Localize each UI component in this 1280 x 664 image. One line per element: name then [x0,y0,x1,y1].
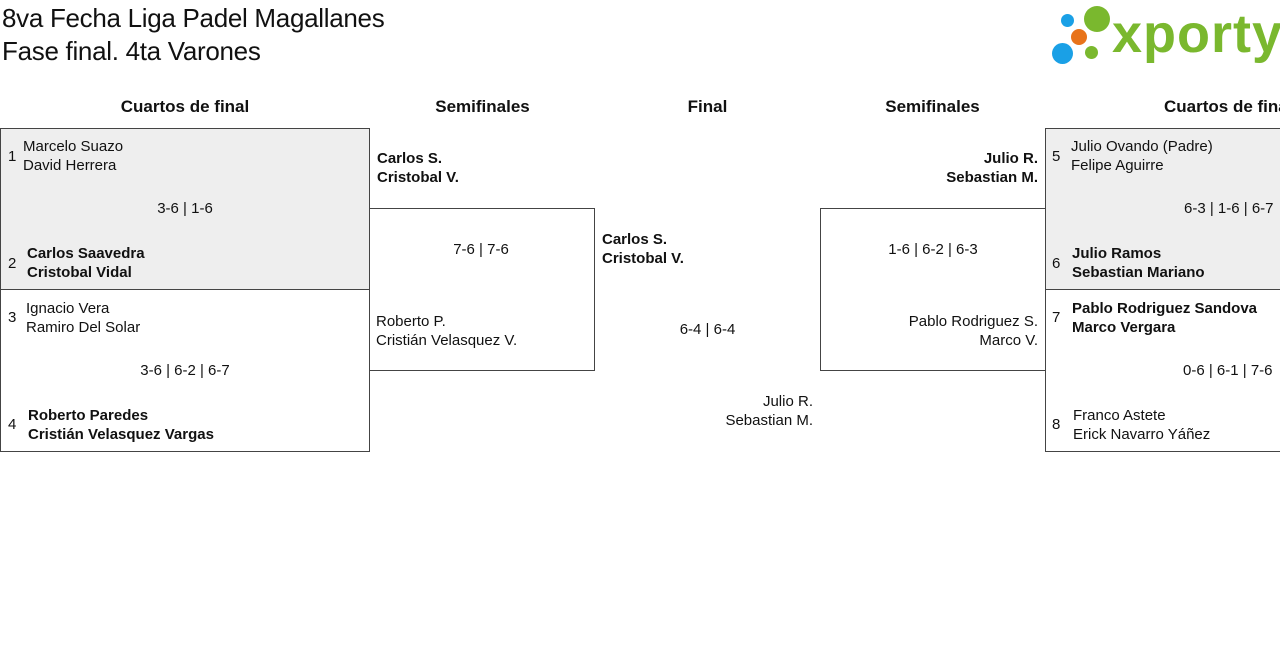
team-top: Ignacio Vera Ramiro Del Solar [26,299,140,337]
col-header-left-quarters: Cuartos de final [120,97,250,116]
match-score: 0-6 | 6-1 | 7-6 [1183,362,1273,379]
seed-number: 7 [1052,309,1061,326]
player-name: Ignacio Vera [26,300,110,317]
seed-number: 6 [1052,255,1061,272]
player-name: Carlos S. [377,150,443,167]
logo-dot-blue-small [1061,14,1074,27]
match-left-semi[interactable]: 7-6 | 7-6 Roberto P. Cristián Velasquez … [369,208,595,371]
player-name: Roberto P. [376,313,446,330]
player-name: Marcelo Suazo [23,138,124,155]
player-name: David Herrera [23,157,117,174]
player-name: Cristobal V. [602,250,684,267]
final-team-bottom: Julio R. Sebastian M. [600,392,813,430]
match-score: 6-3 | 1-6 | 6-7 [1184,200,1274,217]
seed-number: 5 [1052,148,1061,165]
player-name: Carlos Saavedra [27,245,145,262]
left-semi-team-top-winner: Carlos S. Cristobal V. [377,149,459,187]
player-name: Julio R. [983,150,1038,167]
page-subtitle: Fase final. 4ta Varones [2,36,261,66]
col-header-final: Final [687,97,728,116]
player-name: Julio Ramos [1072,245,1162,262]
player-name: Sebastian M. [946,169,1038,186]
match-score: 7-6 | 7-6 [453,241,509,258]
match-right-qf2[interactable]: 7 Pablo Rodriguez Sandova Marco Vergara … [1045,289,1280,452]
player-name: Cristobal Vidal [27,264,132,281]
match-right-semi[interactable]: 1-6 | 6-2 | 6-3 Pablo Rodriguez S. Marco… [820,208,1046,371]
player-name: Cristián Velasquez V. [376,332,518,349]
player-name: Carlos S. [602,231,668,248]
seed-number: 1 [8,148,17,165]
player-name: Franco Astete [1073,407,1166,424]
col-header-right-quarters: Cuartos de final [1164,97,1280,116]
player-name: Roberto Paredes [28,407,149,424]
match-right-qf1[interactable]: 5 Julio Ovando (Padre) Felipe Aguirre 6-… [1045,128,1280,290]
team-bottom-winner: Carlos Saavedra Cristobal Vidal [27,244,145,282]
player-name: Marco Vergara [1072,319,1176,336]
team-bottom: Pablo Rodriguez S. Marco V. [821,312,1038,350]
player-name: Julio R. [762,393,813,410]
player-name: Cristobal V. [377,169,459,186]
logo-dot-orange [1071,29,1087,45]
player-name: Felipe Aguirre [1071,157,1164,174]
match-score: 3-6 | 1-6 [157,200,213,217]
team-top-winner: Pablo Rodriguez Sandova Marco Vergara [1072,299,1257,337]
match-score: 3-6 | 6-2 | 6-7 [140,362,230,379]
seed-number: 3 [8,309,17,326]
match-left-qf1[interactable]: 1 Marcelo Suazo David Herrera 3-6 | 1-6 … [0,128,370,290]
col-header-left-semis: Semifinales [435,97,530,116]
player-name: Cristián Velasquez Vargas [28,426,214,443]
team-bottom-winner: Julio Ramos Sebastian Mariano [1072,244,1205,282]
player-name: Pablo Rodriguez Sandova [1072,300,1258,317]
team-top: Julio Ovando (Padre) Felipe Aguirre [1071,137,1213,175]
logo-dot-blue [1052,43,1073,64]
team-bottom: Roberto P. Cristián Velasquez V. [376,312,517,350]
match-left-qf2[interactable]: 3 Ignacio Vera Ramiro Del Solar 3-6 | 6-… [0,289,370,452]
player-name: Marco V. [979,332,1038,349]
team-bottom-winner: Roberto Paredes Cristián Velasquez Varga… [28,406,214,444]
final-team-top-winner: Carlos S. Cristobal V. [602,230,684,268]
match-score: 1-6 | 6-2 | 6-3 [888,241,978,258]
player-name: Ramiro Del Solar [26,319,141,336]
xporty-logo: xporty [1050,4,1280,68]
right-semi-team-top-winner: Julio R. Sebastian M. [820,149,1038,187]
seed-number: 4 [8,416,17,433]
player-name: Sebastian Mariano [1072,264,1205,281]
seed-number: 8 [1052,416,1061,433]
final-score: 6-4 | 6-4 [679,321,736,338]
logo-dot-green-small [1085,46,1098,59]
player-name: Julio Ovando (Padre) [1071,138,1213,155]
page-title: 8va Fecha Liga Padel Magallanes [2,3,385,33]
team-top: Marcelo Suazo David Herrera [23,137,123,175]
logo-dot-green [1084,6,1110,32]
team-bottom: Franco Astete Erick Navarro Yáñez [1073,406,1210,444]
player-name: Sebastian M. [725,412,813,429]
col-header-right-semis: Semifinales [885,97,980,116]
seed-number: 2 [8,255,17,272]
logo-wordmark: xporty [1112,4,1280,64]
player-name: Erick Navarro Yáñez [1073,426,1211,443]
player-name: Pablo Rodriguez S. [908,313,1038,330]
